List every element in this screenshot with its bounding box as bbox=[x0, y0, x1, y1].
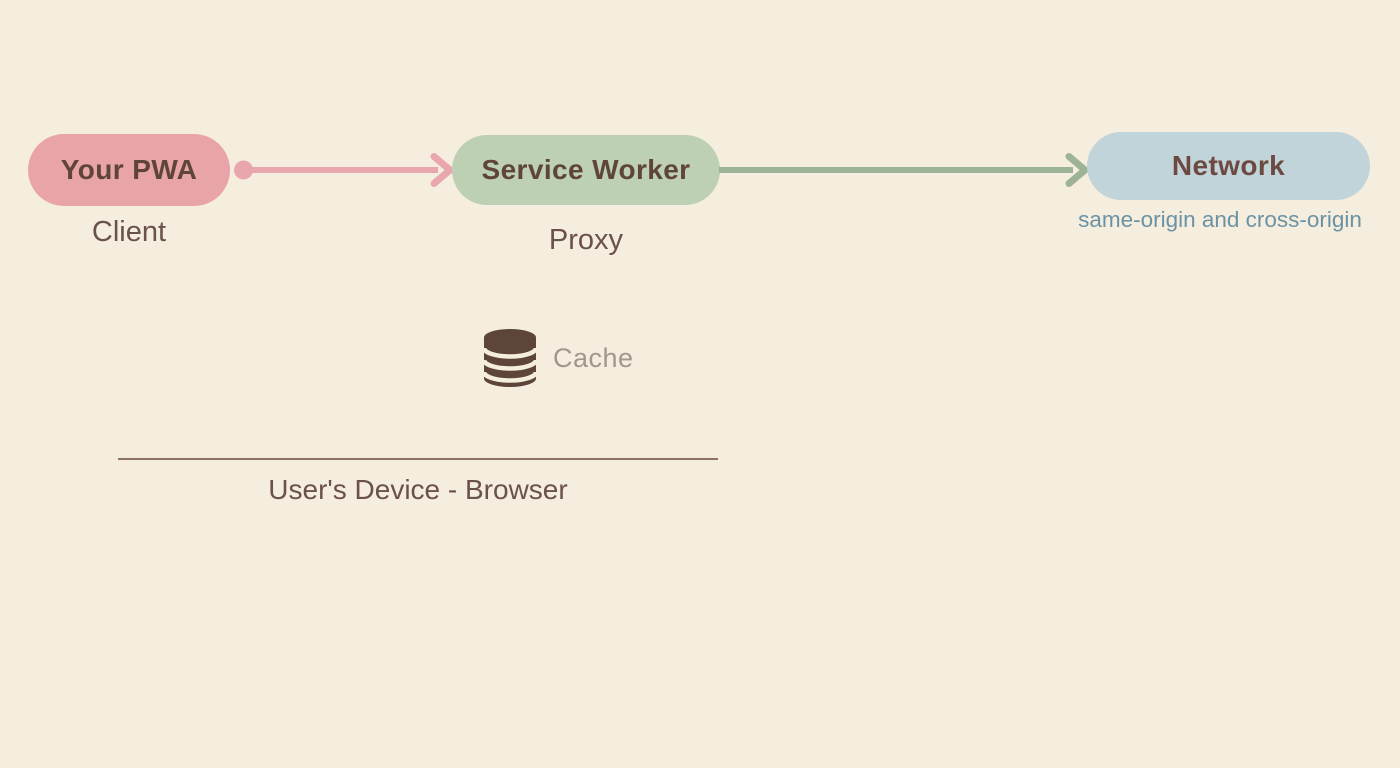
pwa-sublabel: Client bbox=[91, 216, 167, 248]
arrow-service-worker-to-network bbox=[719, 153, 1089, 187]
arrow-start-dot bbox=[234, 160, 253, 180]
service-worker-node: Service Worker bbox=[452, 135, 720, 205]
service-worker-sublabel: Proxy bbox=[548, 224, 624, 256]
database-icon bbox=[484, 329, 536, 387]
cache-group: Cache bbox=[484, 329, 634, 387]
pwa-node-label: Your PWA bbox=[60, 154, 198, 185]
service-worker-node-label: Service Worker bbox=[481, 154, 691, 185]
network-node: Network bbox=[1087, 132, 1370, 200]
arrowhead-icon bbox=[1065, 153, 1089, 187]
device-label: User's Device - Browser bbox=[268, 474, 568, 505]
network-sublabel: same-origin and cross-origin bbox=[1078, 207, 1362, 232]
arrow-pwa-to-service-worker bbox=[234, 153, 454, 187]
cache-label: Cache bbox=[553, 342, 634, 373]
device-boundary-line bbox=[118, 458, 718, 460]
pwa-node: Your PWA bbox=[28, 134, 230, 206]
arrowhead-icon bbox=[430, 153, 454, 187]
network-node-label: Network bbox=[1171, 150, 1286, 181]
